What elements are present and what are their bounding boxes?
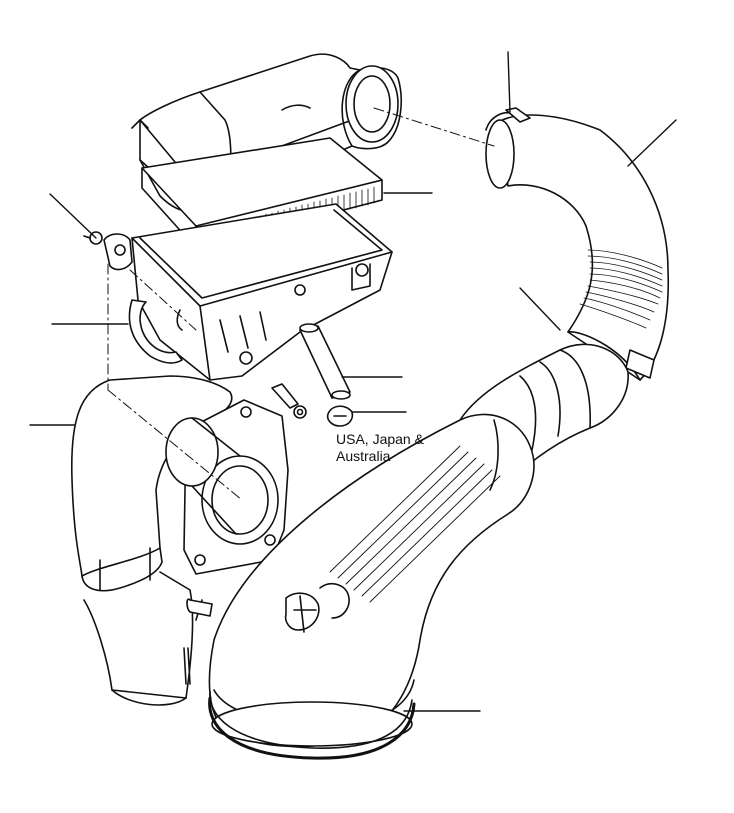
alignment-lines	[108, 108, 494, 500]
mounting-bolt	[84, 232, 102, 244]
intake-elbow	[72, 376, 288, 705]
leader-lines	[30, 52, 676, 711]
plenum-gasket	[210, 698, 414, 758]
air-cleaner-base	[104, 204, 392, 380]
mounting-strap	[129, 300, 182, 363]
region-note-label: USA, Japan & Australia	[336, 431, 424, 464]
elbow-fixings	[272, 384, 306, 418]
leader-line-clamp	[520, 288, 560, 330]
flexible-intake-duct	[486, 108, 668, 380]
breather-hose	[300, 324, 350, 399]
leader-line-duct	[628, 120, 676, 166]
leader-line-bolt	[50, 194, 96, 238]
hose-clip	[328, 406, 353, 426]
leader-line-lid-clip	[508, 52, 510, 112]
inlet-plenum-trumpet	[209, 414, 533, 748]
